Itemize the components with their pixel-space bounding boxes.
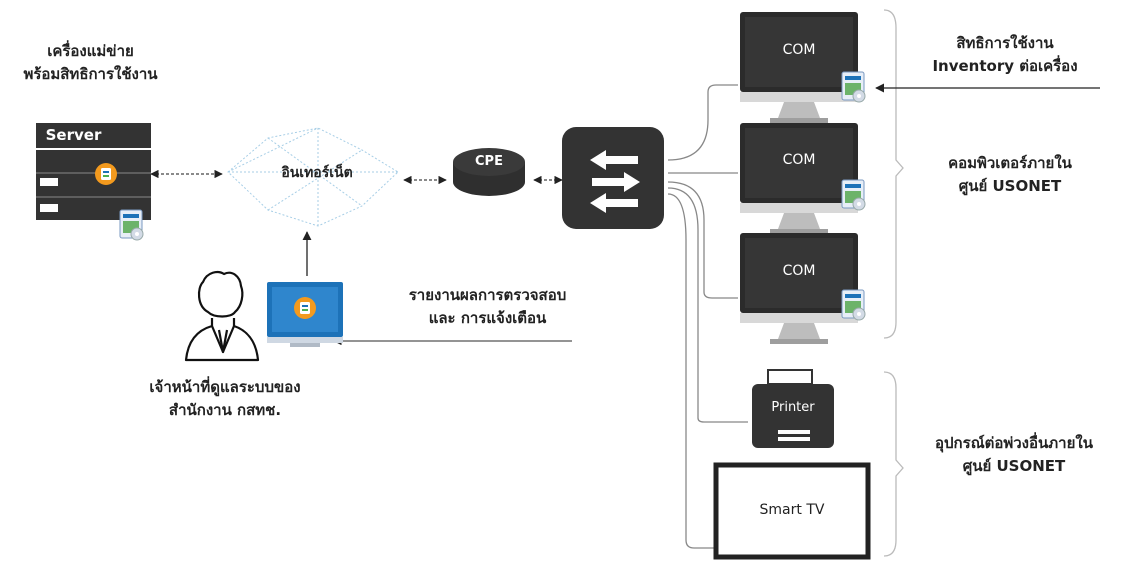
computer-2-icon [740,123,866,234]
switch-cables [667,84,748,549]
peripherals-group-line-1: อุปกรณ์ต่อพ่วงอื่นภายใน [935,434,1093,452]
server-subtitle: พร้อมสิทธิการใช้งาน [23,65,158,84]
computer-1-label: COM [782,42,816,58]
staff-caption: เจ้าหน้าที่ดูแลระบบของ สำนักงาน กสทช. [120,376,330,423]
printer-label: Printer [771,400,815,415]
smart-tv-label: Smart TV [759,502,825,518]
admin-person-icon [184,271,260,362]
report-caption: รายงานผลการตรวจสอบ และ การแจ้งเตือน [380,284,595,331]
computers-group-line-2: ศูนย์ USONET [958,177,1062,196]
license-line-2: Inventory ต่อเครื่อง [932,57,1078,76]
computer-3-label: COM [782,263,816,279]
peripherals-group-line-2: ศูนย์ USONET [962,457,1066,476]
server-icon [36,123,151,241]
computers-group-line-1: คอมพิวเตอร์ภายใน [948,154,1072,172]
computers-group-caption: คอมพิวเตอร์ภายใน ศูนย์ USONET [905,152,1115,199]
license-caption: สิทธิการใช้งาน Inventory ต่อเครื่อง [900,32,1110,79]
cpe-label: CPE [475,154,503,169]
computer-2-label: COM [782,152,816,168]
peripherals-bracket [883,371,904,557]
report-line-1: รายงานผลการตรวจสอบ [408,286,567,304]
cpe-router-icon [453,148,525,196]
report-line-2: และ การแจ้งเตือน [428,309,547,328]
internet-label: อินเทอร์เน็ต [281,165,353,181]
computers-bracket [883,9,904,339]
printer-icon [752,369,834,448]
network-switch-icon [562,127,664,229]
license-line-1: สิทธิการใช้งาน [956,34,1054,52]
staff-line-2: สำนักงาน กสทช. [168,401,282,420]
server-title: เครื่องแม่ข่าย [47,42,134,60]
peripherals-group-caption: อุปกรณ์ต่อพ่วงอื่นภายใน ศูนย์ USONET [908,432,1120,479]
staff-line-1: เจ้าหน้าที่ดูแลระบบของ [149,378,301,396]
admin-monitor-icon [267,282,343,347]
server-caption: เครื่องแม่ข่าย พร้อมสิทธิการใช้งาน [8,40,173,87]
internet-cloud-icon [227,127,399,227]
computer-3-icon [740,233,866,344]
computer-1-icon [740,12,866,123]
server-label: Server [45,126,102,144]
smart-tv-icon [713,462,871,560]
